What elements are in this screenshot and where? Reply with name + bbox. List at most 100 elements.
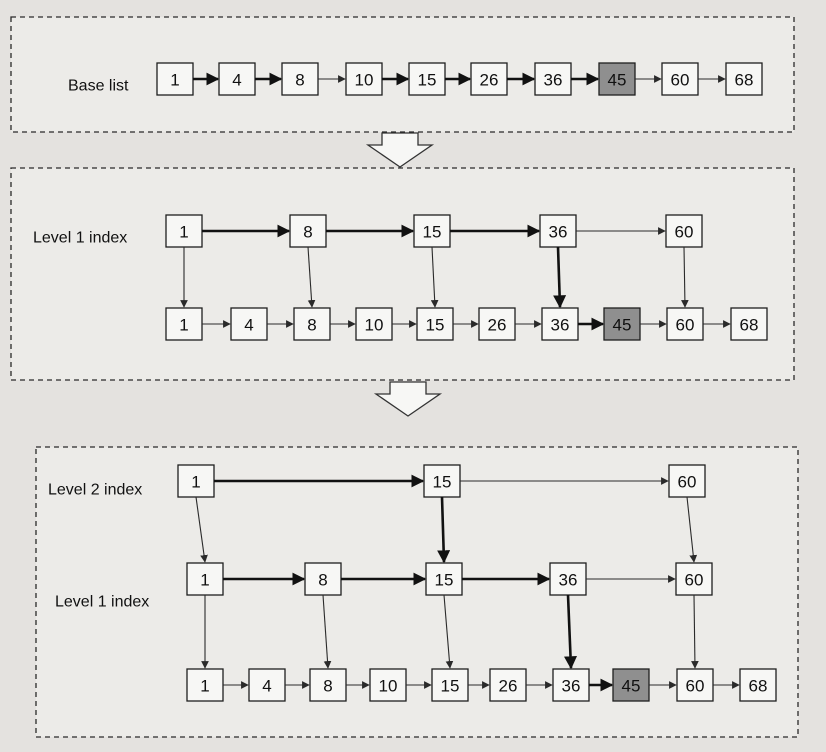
list-node: 8 — [281, 62, 319, 96]
node-value: 1 — [200, 677, 209, 696]
list-node: 1 — [186, 562, 224, 596]
list-node: 8 — [289, 214, 327, 248]
node-value: 1 — [200, 571, 209, 590]
list-node: 36 — [539, 214, 577, 248]
list-node: 15 — [425, 562, 463, 596]
node-value: 45 — [622, 677, 641, 696]
row-label: Level 2 index — [48, 482, 142, 499]
list-node: 10 — [369, 668, 407, 702]
node-value: 26 — [499, 677, 518, 696]
node-value: 8 — [307, 316, 316, 335]
list-node: 26 — [489, 668, 527, 702]
list-node: 36 — [534, 62, 572, 96]
list-node: 60 — [668, 464, 706, 498]
list-node: 15 — [431, 668, 469, 702]
node-value: 26 — [480, 71, 499, 90]
list-node: 60 — [666, 307, 704, 341]
list-node: 60 — [676, 668, 714, 702]
list-node: 36 — [541, 307, 579, 341]
panel-one-level: Level 1 index 1 8 15 36 60 1 4 8 10 15 26 36 45 60 68 — [10, 167, 795, 381]
list-node: 4 — [230, 307, 268, 341]
node-value: 8 — [295, 71, 304, 90]
list-node: 1 — [186, 668, 224, 702]
list-node-target: 45 — [603, 307, 641, 341]
node-value: 60 — [676, 316, 695, 335]
list-node: 1 — [156, 62, 194, 96]
row-label: Level 1 index — [55, 594, 149, 611]
node-value: 15 — [435, 571, 454, 590]
node-value: 68 — [735, 71, 754, 90]
node-value: 15 — [433, 473, 452, 492]
list-node: 1 — [177, 464, 215, 498]
node-value: 1 — [179, 316, 188, 335]
node-value: 8 — [318, 571, 327, 590]
node-value: 15 — [426, 316, 445, 335]
node-value: 45 — [608, 71, 627, 90]
node-value: 8 — [323, 677, 332, 696]
node-value: 10 — [379, 677, 398, 696]
node-value: 15 — [423, 223, 442, 242]
list-node: 8 — [309, 668, 347, 702]
panel-base: Base list 1 4 8 10 15 26 36 45 60 68 — [10, 16, 795, 133]
node-value: 60 — [678, 473, 697, 492]
node-value: 60 — [686, 677, 705, 696]
node-value: 60 — [671, 71, 690, 90]
node-value: 60 — [675, 223, 694, 242]
list-node: 10 — [355, 307, 393, 341]
down-link-arrow — [553, 246, 567, 309]
list-node: 15 — [416, 307, 454, 341]
list-node: 4 — [218, 62, 256, 96]
list-node: 4 — [248, 668, 286, 702]
node-value: 68 — [749, 677, 768, 696]
list-node-target: 45 — [598, 62, 636, 96]
list-node: 26 — [478, 307, 516, 341]
node-value: 10 — [355, 71, 374, 90]
node-value: 4 — [244, 316, 253, 335]
node-value: 4 — [232, 71, 241, 90]
list-node: 1 — [165, 307, 203, 341]
list-node: 15 — [413, 214, 451, 248]
list-node-target: 45 — [612, 668, 650, 702]
node-value: 36 — [559, 571, 578, 590]
node-value: 1 — [170, 71, 179, 90]
down-link-arrow — [443, 594, 454, 669]
transition-arrow — [365, 132, 435, 168]
list-node: 15 — [408, 62, 446, 96]
row-label: Base list — [68, 78, 129, 95]
down-link-arrow — [437, 496, 451, 564]
down-link-arrow — [681, 246, 689, 308]
node-value: 68 — [740, 316, 759, 335]
node-value: 36 — [544, 71, 563, 90]
node-value: 36 — [549, 223, 568, 242]
transition-arrow — [373, 381, 443, 417]
node-value: 26 — [488, 316, 507, 335]
list-node: 60 — [661, 62, 699, 96]
node-value: 10 — [365, 316, 384, 335]
down-link-arrow — [430, 246, 439, 308]
node-value: 45 — [613, 316, 632, 335]
node-value: 1 — [179, 223, 188, 242]
list-node: 15 — [423, 464, 461, 498]
down-link-arrow — [195, 496, 208, 563]
row-label: Level 1 index — [33, 230, 127, 247]
list-node: 68 — [730, 307, 768, 341]
panel-border — [10, 167, 795, 381]
list-node: 1 — [165, 214, 203, 248]
down-link-arrow — [691, 594, 699, 669]
list-node: 8 — [304, 562, 342, 596]
list-node: 68 — [739, 668, 777, 702]
list-node: 36 — [552, 668, 590, 702]
list-node: 36 — [549, 562, 587, 596]
down-link-arrow — [307, 246, 316, 308]
node-value: 36 — [551, 316, 570, 335]
node-value: 8 — [303, 223, 312, 242]
list-node: 68 — [725, 62, 763, 96]
node-value: 15 — [418, 71, 437, 90]
list-node: 60 — [665, 214, 703, 248]
down-link-arrow — [564, 594, 578, 670]
list-node: 60 — [675, 562, 713, 596]
down-link-arrow — [686, 496, 698, 563]
